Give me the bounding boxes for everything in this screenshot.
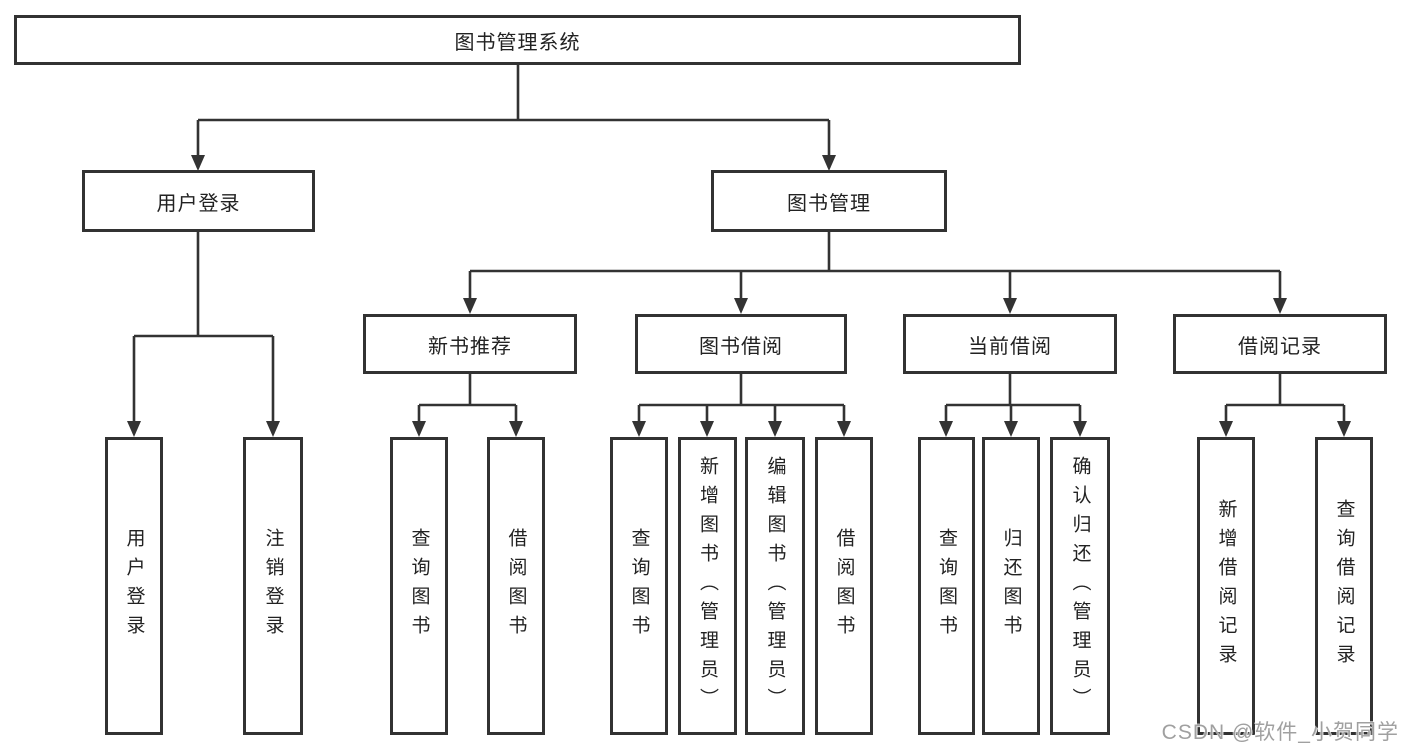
node-book-management: 图书管理	[711, 170, 947, 232]
arrow-down-icon	[1073, 421, 1087, 437]
arrow-down-icon	[509, 421, 523, 437]
arrow-down-icon	[1337, 421, 1351, 437]
node-return-book-label: 归还图书	[1000, 528, 1022, 644]
node-user-login-action-label: 用户登录	[123, 528, 145, 644]
node-query-books-2-label: 查询图书	[628, 528, 650, 644]
arrow-down-icon	[734, 298, 748, 314]
node-book-borrow-label: 图书借阅	[699, 335, 783, 358]
node-borrow-records-label: 借阅记录	[1238, 335, 1322, 358]
connector-current-borrow	[944, 374, 1082, 434]
node-user-login: 用户登录	[82, 170, 315, 232]
node-confirm-return-admin: 确认归还（管理员）	[1050, 437, 1110, 735]
connector-root	[196, 65, 831, 168]
node-query-books-1: 查询图书	[390, 437, 448, 735]
node-logout: 注销登录	[243, 437, 303, 735]
node-borrow-books-1-label: 借阅图书	[505, 528, 527, 644]
connector-book-management	[468, 232, 1282, 311]
connector-book-borrow	[637, 374, 846, 434]
node-query-books-3-label: 查询图书	[936, 528, 957, 644]
node-book-borrow: 图书借阅	[635, 314, 847, 374]
node-current-borrow-label: 当前借阅	[968, 335, 1052, 358]
arrow-down-icon	[127, 421, 141, 437]
node-borrow-books-2: 借阅图书	[815, 437, 873, 735]
node-add-book-admin: 新增图书（管理员）	[678, 437, 737, 735]
node-new-book-recommend: 新书推荐	[363, 314, 577, 374]
arrow-down-icon	[837, 421, 851, 437]
node-edit-book-admin-label: 编辑图书（管理员）	[764, 455, 786, 717]
node-new-book-recommend-label: 新书推荐	[428, 335, 512, 358]
arrow-down-icon	[939, 421, 953, 437]
arrow-down-icon	[768, 421, 782, 437]
arrow-down-icon	[191, 155, 205, 171]
node-root: 图书管理系统	[14, 15, 1021, 65]
node-borrow-books-2-label: 借阅图书	[833, 528, 855, 644]
arrow-down-icon	[463, 298, 477, 314]
node-add-borrow-record: 新增借阅记录	[1197, 437, 1255, 735]
node-edit-book-admin: 编辑图书（管理员）	[745, 437, 805, 735]
arrow-down-icon	[1219, 421, 1233, 437]
node-current-borrow: 当前借阅	[903, 314, 1117, 374]
node-root-label: 图书管理系统	[454, 31, 581, 54]
arrow-down-icon	[822, 155, 836, 171]
connector-new-book	[417, 374, 518, 434]
node-book-management-label: 图书管理	[787, 192, 871, 215]
arrow-down-icon	[632, 421, 646, 437]
arrow-down-icon	[700, 421, 714, 437]
csdn-watermark: CSDN @软件_小贺同学	[1161, 721, 1399, 744]
node-query-borrow-record-label: 查询借阅记录	[1333, 499, 1355, 673]
node-query-borrow-record: 查询借阅记录	[1315, 437, 1373, 735]
node-query-books-3: 查询图书	[918, 437, 975, 735]
arrow-down-icon	[412, 421, 426, 437]
node-return-book: 归还图书	[982, 437, 1040, 735]
connector-user-login	[132, 232, 275, 434]
node-logout-label: 注销登录	[262, 528, 284, 644]
arrow-down-icon	[1003, 298, 1017, 314]
arrowheads	[127, 155, 1351, 437]
node-query-books-2: 查询图书	[610, 437, 668, 735]
arrow-down-icon	[1273, 298, 1287, 314]
node-confirm-return-admin-label: 确认归还（管理员）	[1069, 455, 1091, 717]
node-query-books-1-label: 查询图书	[408, 528, 430, 644]
arrow-down-icon	[266, 421, 280, 437]
node-user-login-action: 用户登录	[105, 437, 163, 735]
arrow-down-icon	[1004, 421, 1018, 437]
node-user-login-label: 用户登录	[156, 192, 241, 215]
node-borrow-records: 借阅记录	[1173, 314, 1387, 374]
node-borrow-books-1: 借阅图书	[487, 437, 545, 735]
node-add-borrow-record-label: 新增借阅记录	[1215, 499, 1237, 673]
node-add-book-admin-label: 新增图书（管理员）	[697, 455, 718, 717]
connector-borrow-records	[1224, 374, 1346, 434]
